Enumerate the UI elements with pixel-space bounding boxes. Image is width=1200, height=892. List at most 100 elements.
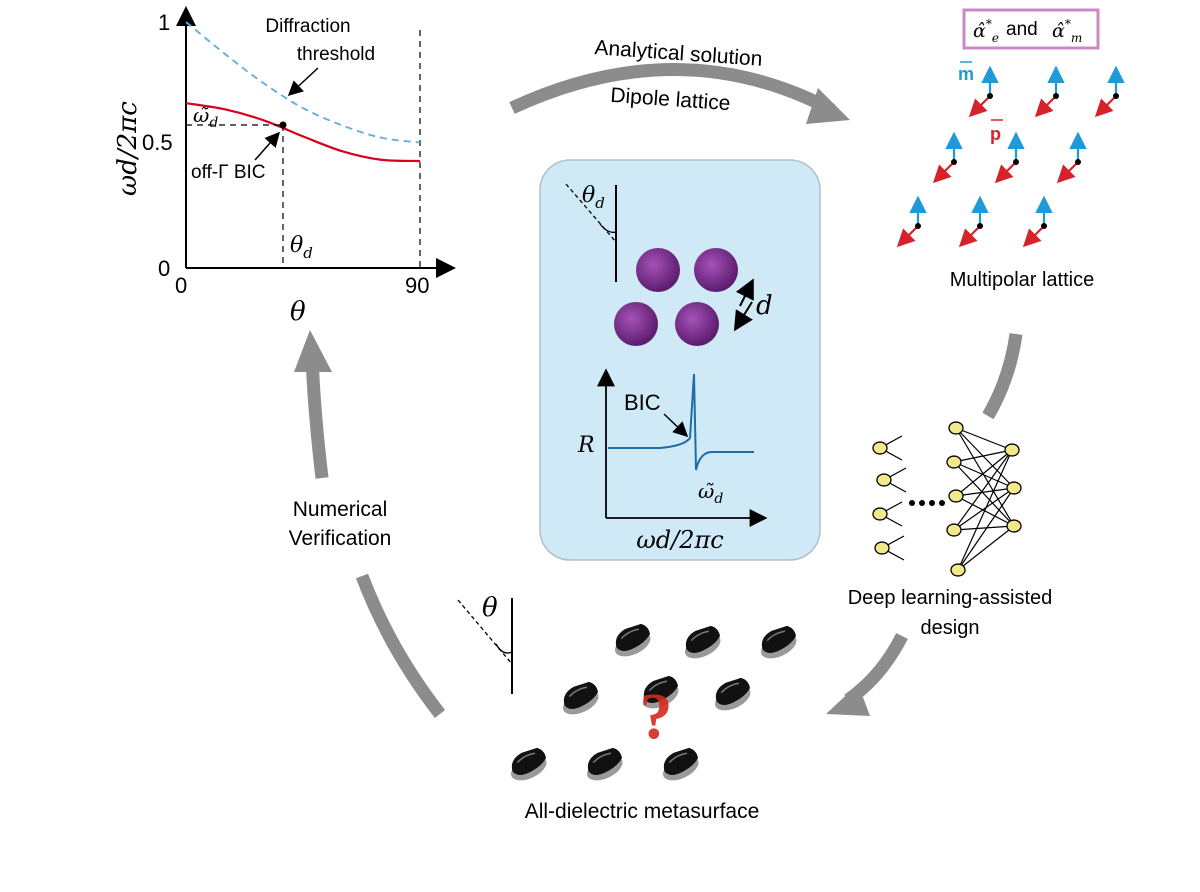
meta-atom-9: [662, 747, 699, 781]
network-input-node: [876, 473, 892, 487]
dipole-center: [977, 223, 983, 229]
meta-atom-8: [586, 747, 623, 781]
dipole-4: [932, 131, 963, 184]
network-edge: [953, 449, 1013, 463]
network-edge: [955, 427, 1015, 527]
electric-dipole-arrow: [958, 225, 981, 248]
meta-atom-body: [511, 747, 547, 775]
polarizability-box: [962, 8, 1100, 50]
meta-atom-array: [510, 623, 797, 781]
and-label: and: [1006, 19, 1038, 40]
metasurface: θ ? All-dielectric metasurface: [457, 593, 797, 823]
multipolar-lattice: α̂*e and α̂*m m p Multipolar lattice: [896, 8, 1125, 291]
multipolar-lattice-caption: Multipolar lattice: [950, 269, 1095, 291]
electric-dipole-arrow: [1056, 161, 1079, 184]
network-edges: [879, 427, 1015, 571]
alpha-m-label: α̂*m: [1052, 17, 1082, 45]
network-edge: [955, 487, 1015, 497]
lower-right-cycle-arrow-head: [826, 684, 870, 716]
network-edge: [953, 461, 1015, 527]
network-edge: [955, 427, 1015, 489]
left-cycle-arrow-body: [305, 355, 329, 479]
meta-atom-5: [642, 675, 679, 709]
dipole-1: [968, 65, 999, 118]
meta-atom-4: [562, 681, 599, 715]
y-tick-1: 1: [158, 10, 170, 35]
ellipsis-dot-1: [909, 500, 915, 506]
meta-atom-body: [563, 681, 599, 709]
p-vector-label: p: [990, 124, 1001, 144]
off-gamma-bic-label: off-Γ BIC: [191, 162, 266, 183]
alpha-e-label: α̂*e: [973, 17, 999, 45]
question-mark: ?: [640, 680, 673, 753]
meta-atom-body: [643, 675, 679, 703]
meta-atom-body: [663, 747, 699, 775]
diffraction-label-line1: Diffraction: [265, 16, 350, 37]
network-edge: [953, 487, 1015, 531]
inset-x-label: ωd/2πc: [636, 526, 724, 554]
dipole-9: [1022, 195, 1053, 248]
cycle-arrows: [294, 63, 1023, 719]
diffraction-threshold-curve: [185, 21, 421, 144]
x-tick-90: 90: [405, 273, 429, 298]
meta-atom-highlight: [620, 628, 640, 640]
verification-label: Verification: [289, 527, 392, 550]
period-arrow-down: [733, 301, 753, 332]
bic-point: [279, 121, 287, 129]
dipole-center: [915, 223, 921, 229]
left-cycle-arrow-head: [294, 330, 332, 372]
period-d-label: d: [756, 291, 773, 321]
electric-dipole-arrow: [994, 161, 1017, 184]
top-cycle-arrow-body: [509, 63, 836, 116]
dipole-6: [1056, 131, 1087, 184]
network-output-node: [1006, 481, 1022, 495]
electric-dipole-arrow: [896, 225, 919, 248]
network-nodes: [872, 421, 1022, 577]
ellipsis-dot-3: [929, 500, 935, 506]
network-hidden-node: [946, 523, 962, 537]
electric-dipole-arrow: [1034, 95, 1057, 118]
network-edge: [953, 461, 1015, 489]
network-edge: [957, 525, 1015, 571]
inset-bic-label: BIC: [624, 390, 661, 415]
dipole-8: [958, 195, 989, 248]
period-arrow-up: [735, 278, 754, 307]
dipole-array: [896, 65, 1125, 248]
meta-atom-highlight: [668, 752, 688, 764]
center-panel: θd d R BIC ω̃d ωd/2πc: [539, 159, 821, 561]
network-edge: [957, 449, 1013, 571]
dipole-7: [896, 195, 927, 248]
right-cycle-segment: [982, 333, 1023, 420]
network-edge: [955, 427, 1013, 451]
dipole-3: [1094, 65, 1125, 118]
meta-atom-highlight: [516, 752, 536, 764]
metasurface-caption: All-dielectric metasurface: [525, 800, 760, 823]
meta-atom-7: [510, 747, 547, 781]
ellipsis-dot-4: [939, 500, 945, 506]
network-input-node: [872, 507, 888, 521]
dipole-2: [1034, 65, 1065, 118]
network-output-node: [1004, 443, 1020, 457]
reflectance-curve: [608, 373, 754, 471]
m-vector-label: m: [958, 64, 974, 84]
inset-omega-d-label: ω̃d: [698, 479, 723, 507]
incidence-angle-arc: [599, 223, 617, 233]
electric-dipole-arrow: [1094, 95, 1117, 118]
y-tick-0.5: 0.5: [142, 130, 173, 155]
neural-network: Deep learning-assisted design: [848, 421, 1052, 639]
network-hidden-node: [948, 421, 964, 435]
dipole-center: [1013, 159, 1019, 165]
nanosphere-4: [675, 302, 719, 346]
omega-d-label: ω̃d: [193, 103, 218, 131]
network-input-node: [874, 541, 890, 555]
meta-atom-6: [714, 677, 751, 711]
nanosphere-2: [694, 248, 738, 292]
network-edge: [957, 487, 1015, 571]
meta-atom-3: [760, 625, 797, 659]
ellipsis-dot-2: [919, 500, 925, 506]
left-cycle-segment: [355, 573, 446, 719]
dipole-center: [1113, 93, 1119, 99]
meta-atom-1: [614, 623, 651, 657]
network-edge: [953, 449, 1013, 531]
